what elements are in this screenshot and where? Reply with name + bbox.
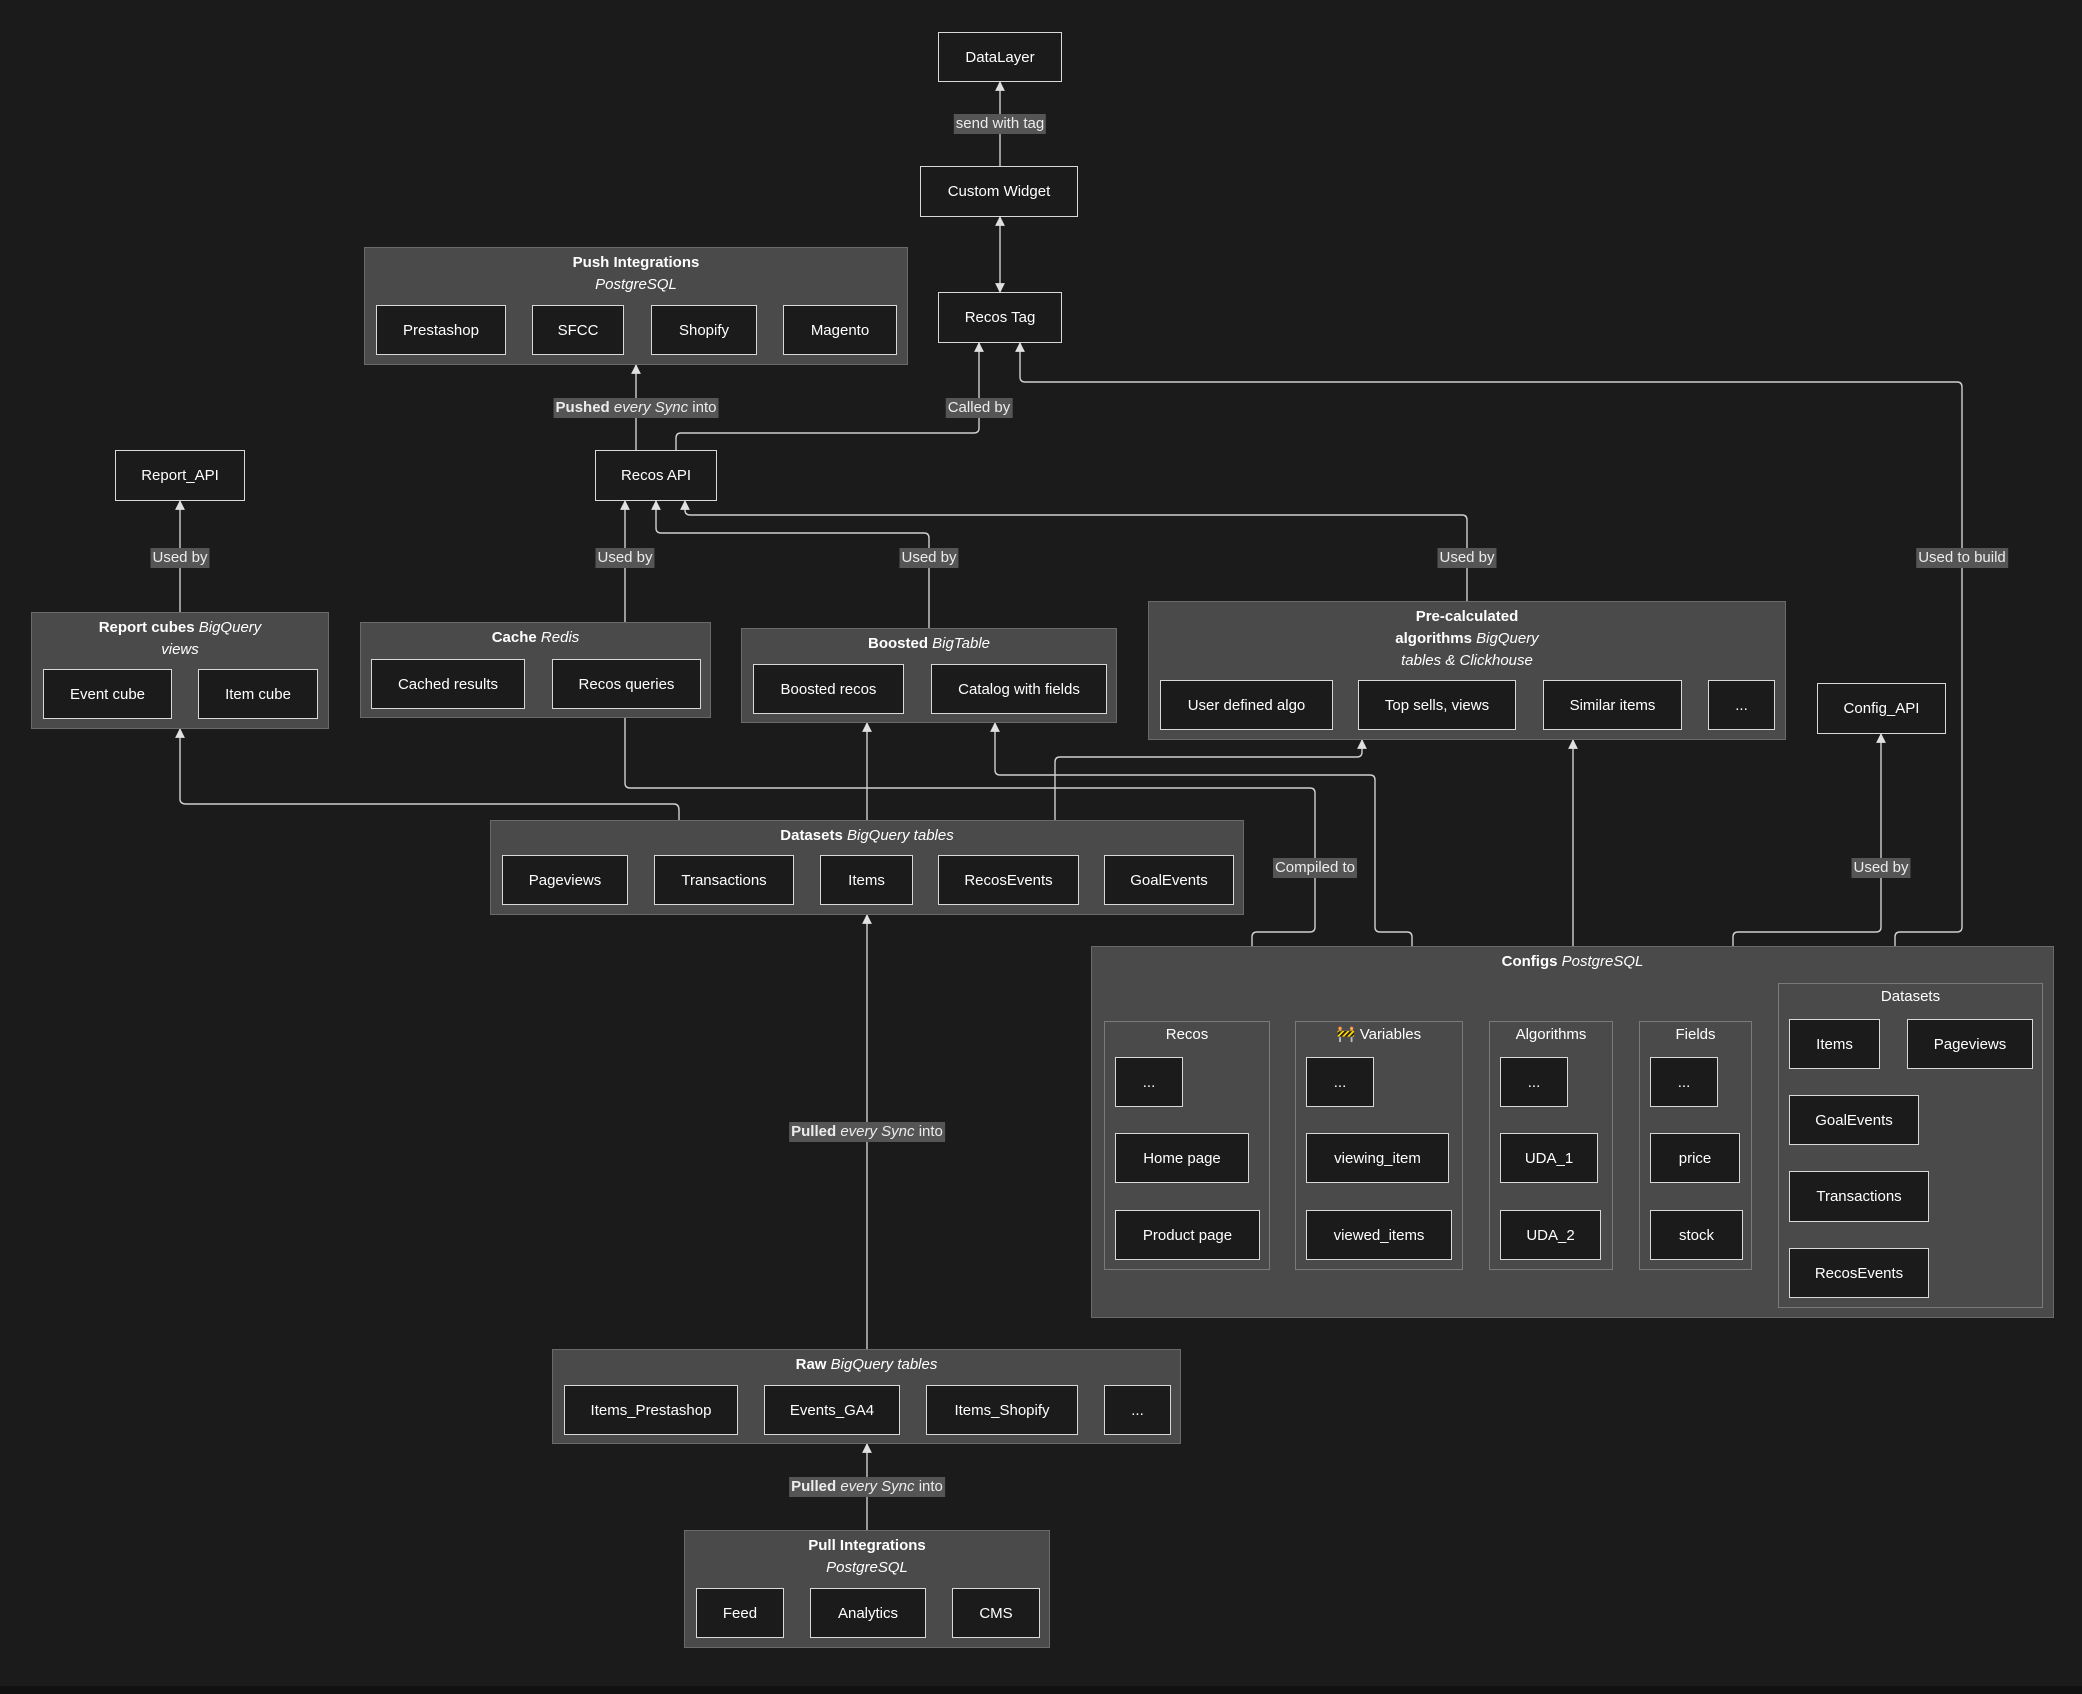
boosted-title: Boosted BigTable: [868, 635, 990, 652]
configs-variables-subgroup: 🚧 Variables ... viewing_item viewed_item…: [1295, 1021, 1463, 1270]
raw-item-events-ga4[interactable]: Events_GA4: [764, 1385, 900, 1435]
edge-label-used-by-boosted: Used by: [899, 548, 959, 568]
configs-algorithms-title: Algorithms: [1515, 1026, 1587, 1043]
raw-item-items-prestashop[interactable]: Items_Prestashop: [564, 1385, 738, 1435]
edge-label-used-by-precalc: Used by: [1437, 548, 1497, 568]
pull-item-cms[interactable]: CMS: [952, 1588, 1040, 1638]
configs-datasets-transactions[interactable]: Transactions: [1789, 1171, 1929, 1222]
edge-boosted-api: [651, 500, 930, 628]
datasets-title: Datasets BigQuery tables: [780, 827, 954, 844]
edge-label-pushed-every-sync: Pushed every Sync into: [553, 398, 719, 418]
recos-api-node[interactable]: Recos API: [595, 450, 717, 501]
configs-variables-more[interactable]: ...: [1306, 1057, 1374, 1107]
datalayer-node[interactable]: DataLayer: [938, 32, 1062, 82]
edge-label-pulled-into-raw: Pulled every Sync into: [789, 1477, 945, 1497]
pull-item-feed[interactable]: Feed: [696, 1588, 784, 1638]
configs-fields-more[interactable]: ...: [1650, 1057, 1718, 1107]
configs-recos-home-page[interactable]: Home page: [1115, 1133, 1249, 1183]
configs-group: Configs PostgreSQL Recos ... Home page P…: [1091, 946, 2054, 1318]
configs-datasets-recosevents[interactable]: RecosEvents: [1789, 1248, 1929, 1298]
configs-fields-subgroup: Fields ... price stock: [1639, 1021, 1752, 1270]
configs-variables-viewed-items[interactable]: viewed_items: [1306, 1210, 1452, 1260]
push-item-prestashop[interactable]: Prestashop: [376, 305, 506, 355]
dataset-item-recosevents[interactable]: RecosEvents: [938, 855, 1079, 905]
configs-fields-price[interactable]: price: [1650, 1133, 1740, 1183]
dataset-item-transactions[interactable]: Transactions: [654, 855, 794, 905]
edge-label-send-with-tag: send with tag: [953, 114, 1047, 134]
configs-recos-subgroup: Recos ... Home page Product page: [1104, 1021, 1270, 1270]
boosted-item-catalog-fields[interactable]: Catalog with fields: [931, 664, 1107, 714]
boosted-group: Boosted BigTable Boosted recos Catalog w…: [741, 628, 1117, 723]
recos-tag-node[interactable]: Recos Tag: [938, 292, 1062, 343]
pull-item-analytics[interactable]: Analytics: [810, 1588, 926, 1638]
report-item-event-cube[interactable]: Event cube: [43, 669, 172, 719]
cache-item-recos-queries[interactable]: Recos queries: [552, 659, 701, 709]
edge-label-used-by-cache: Used by: [595, 548, 655, 568]
edge-label-compiled-to: Compiled to: [1272, 858, 1358, 878]
edge-datasets-cubes: [175, 728, 680, 820]
raw-title: Raw BigQuery tables: [795, 1356, 938, 1373]
edge-configs-configapi: [1732, 733, 1886, 946]
edge-datasets-precalc: [1054, 739, 1367, 820]
edge-label-called-by: Called by: [945, 398, 1013, 418]
cache-title: Cache Redis: [491, 629, 580, 646]
report-api-node[interactable]: Report_API: [115, 450, 245, 501]
edge-label-used-by-report: Used by: [150, 548, 210, 568]
configs-recos-product-page[interactable]: Product page: [1115, 1210, 1260, 1260]
push-item-magento[interactable]: Magento: [783, 305, 897, 355]
configs-datasets-pageviews[interactable]: Pageviews: [1907, 1019, 2033, 1069]
configs-fields-title: Fields: [1675, 1026, 1716, 1043]
custom-widget-node[interactable]: Custom Widget: [920, 166, 1078, 217]
configs-datasets-subgroup: Datasets Items Pageviews GoalEvents Tran…: [1778, 983, 2043, 1308]
configs-recos-more[interactable]: ...: [1115, 1057, 1183, 1107]
push-item-shopify[interactable]: Shopify: [651, 305, 757, 355]
raw-item-items-shopify[interactable]: Items_Shopify: [926, 1385, 1078, 1435]
raw-group: Raw BigQuery tables Items_Prestashop Eve…: [552, 1349, 1181, 1444]
precalc-item-user-defined[interactable]: User defined algo: [1160, 680, 1333, 730]
cache-item-cached-results[interactable]: Cached results: [371, 659, 525, 709]
cache-group: Cache Redis Cached results Recos queries: [360, 622, 711, 718]
configs-algorithms-more[interactable]: ...: [1500, 1057, 1568, 1107]
configs-title: Configs PostgreSQL: [1501, 953, 1644, 970]
configs-datasets-goalevents[interactable]: GoalEvents: [1789, 1095, 1919, 1145]
report-item-item-cube[interactable]: Item cube: [198, 669, 318, 719]
datasets-group: Datasets BigQuery tables Pageviews Trans…: [490, 820, 1244, 915]
dataset-item-pageviews[interactable]: Pageviews: [502, 855, 628, 905]
boosted-item-boosted-recos[interactable]: Boosted recos: [753, 664, 904, 714]
bottom-strip: [0, 1686, 2082, 1694]
precalc-item-more[interactable]: ...: [1708, 680, 1775, 730]
configs-algorithms-uda2[interactable]: UDA_2: [1500, 1210, 1601, 1260]
configs-datasets-title: Datasets: [1880, 988, 1941, 1005]
config-api-node[interactable]: Config_API: [1817, 683, 1946, 734]
precalc-item-similar[interactable]: Similar items: [1543, 680, 1682, 730]
edge-label-used-by-config: Used by: [1851, 858, 1911, 878]
raw-item-more[interactable]: ...: [1104, 1385, 1171, 1435]
configs-algorithms-uda1[interactable]: UDA_1: [1500, 1133, 1598, 1183]
dataset-item-items[interactable]: Items: [820, 855, 913, 905]
configs-datasets-items[interactable]: Items: [1789, 1019, 1880, 1069]
configs-algorithms-subgroup: Algorithms ... UDA_1 UDA_2: [1489, 1021, 1613, 1270]
dataset-item-goalevents[interactable]: GoalEvents: [1104, 855, 1234, 905]
edge-label-pulled-into-datasets: Pulled every Sync into: [789, 1122, 945, 1142]
push-item-sfcc[interactable]: SFCC: [532, 305, 624, 355]
configs-variables-viewing-item[interactable]: viewing_item: [1306, 1133, 1449, 1183]
edge-precalc-api: [680, 500, 1468, 601]
configs-recos-title: Recos: [1165, 1026, 1209, 1043]
precalc-item-top-sells[interactable]: Top sells, views: [1358, 680, 1516, 730]
configs-fields-stock[interactable]: stock: [1650, 1210, 1743, 1260]
edge-label-used-to-build: Used to build: [1916, 548, 2008, 568]
configs-variables-title: 🚧 Variables: [1336, 1026, 1422, 1043]
